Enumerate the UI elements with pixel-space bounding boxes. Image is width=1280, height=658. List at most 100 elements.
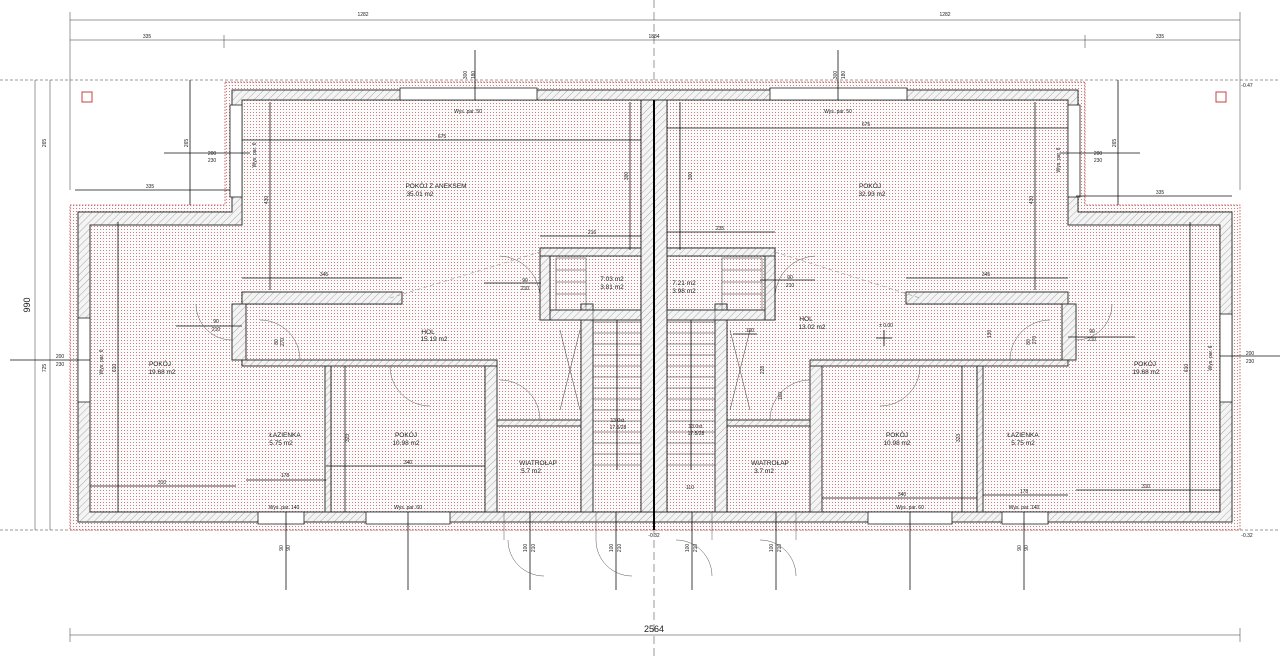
dim-300-right: 300	[688, 172, 694, 181]
level-label: ± 0.00	[879, 323, 893, 329]
room-area-big-right: 19.68 m2	[1132, 369, 1159, 376]
dim-bottom-total: 2564	[644, 624, 664, 634]
stairs-right-sub: 17.5/28	[688, 431, 705, 437]
room-name-hall-left: HOL	[421, 329, 435, 336]
room-area-hall-left: 15.19 m2	[420, 336, 447, 343]
stairs-void-cross	[559, 329, 751, 411]
door-label-130: 130	[987, 330, 993, 339]
room-area-vest-left: 5.7 m2	[521, 468, 541, 475]
room-name-vest-left: WIATROŁAP	[519, 460, 557, 467]
door-label-100-e: 100	[769, 544, 775, 553]
window-side-right-label: Wys. par. 6	[1208, 345, 1214, 370]
door-label-110: 110	[686, 485, 694, 491]
room-name-mid-right: POKÓJ	[886, 430, 908, 439]
dim-235: 235	[716, 226, 725, 232]
door-label-210-g: 210	[693, 544, 699, 553]
dim-323-right: 323	[956, 434, 962, 443]
dim-top-center: 1884	[648, 34, 659, 40]
dim-left-mid: 725	[42, 364, 48, 373]
dim-left-height: 990	[22, 297, 32, 312]
window-top-left-size: 300	[463, 71, 469, 80]
door-label-90-b: 90	[787, 275, 793, 281]
dim-left-top: 265	[42, 139, 48, 148]
room-name-big-left: POKÓJ	[149, 359, 171, 368]
dim-top-mid-left: 335	[143, 34, 152, 40]
outer-walls	[69, 81, 1241, 531]
window-room-left-label: Wys. par. 60	[394, 505, 422, 511]
door-label-210-f: 210	[617, 544, 623, 553]
dim-178-right: 178	[1020, 489, 1029, 495]
door-label-80-a: 80	[274, 339, 280, 345]
stairs-left	[592, 309, 642, 513]
room-name-bath-right: ŁAZIENKA	[1007, 432, 1039, 439]
room-name-bath-left: ŁAZIENKA	[269, 432, 301, 439]
dim-335-left: 335	[146, 184, 155, 190]
room-area-hall-right: 13.02 m2	[798, 324, 825, 331]
room-name-store-right: 7.21 m2	[672, 280, 696, 287]
dim-178-left: 178	[281, 473, 290, 479]
stairs-left-sub: 17.5/28	[610, 425, 627, 431]
door-label-210-a: 210	[521, 286, 530, 292]
window-top-left-label: Wys. par. 50	[454, 109, 482, 115]
window-side-low-left-h: 230	[56, 362, 65, 368]
window-side-right-w: 200	[1094, 151, 1103, 157]
door-label-210-e: 210	[531, 544, 537, 553]
dim-323-left: 323	[345, 434, 351, 443]
dim-310-right: 310	[1142, 484, 1151, 490]
interior-walls-left	[231, 247, 642, 513]
door-label-90-f: 90	[286, 545, 292, 551]
dim-right-bottom: -0.32	[1241, 533, 1253, 539]
room-area-mid-left: 10.98 m2	[392, 440, 419, 447]
stairs-right-label: 13.0st.	[688, 424, 703, 430]
room-name-living-left: POKÓJ Z ANEKSEM	[405, 181, 466, 190]
door-label-210-c: 210	[212, 327, 221, 333]
window-top-right-label: Wys. par. 50	[824, 109, 852, 115]
window-side-left-h: 230	[208, 158, 217, 164]
door-label-90-a: 90	[522, 278, 528, 284]
door-label-100-d: 100	[685, 544, 691, 553]
window-top-left-size2: 180	[471, 71, 477, 80]
window-side-left-w: 200	[208, 151, 217, 157]
room-area-big-left: 19.68 m2	[148, 369, 175, 376]
dim-216: 216	[588, 230, 597, 236]
room-area-mid-right: 10.98 m2	[883, 440, 910, 447]
dim-top-right: 1282	[939, 12, 950, 18]
dim-675-left: 675	[438, 134, 447, 140]
door-label-90-c: 90	[213, 319, 219, 325]
dim-top-mid-right: 335	[1156, 34, 1165, 40]
room-area-store-right: 3.98 m2	[672, 288, 696, 295]
window-side-low-left-w: 200	[56, 354, 65, 360]
dim-610-right: 610	[1184, 364, 1190, 373]
dim-310-left: 310	[158, 480, 167, 486]
dim-300-left: 300	[624, 172, 630, 181]
window-room-right-label: Wys. par. 60	[896, 505, 924, 511]
door-label-270-a: 270	[1032, 336, 1038, 345]
window-bath-left-label: Wys. par. 140	[269, 505, 300, 511]
window-side-low-right-w: 200	[1246, 351, 1255, 357]
door-label-100: 100	[746, 328, 755, 334]
window-top-right-size2: 180	[841, 71, 847, 80]
window-side-left-label: Wys. par. 6	[99, 349, 105, 374]
window-side-right-h: 230	[1094, 158, 1103, 164]
dim-340-left: 340	[404, 460, 413, 466]
leader-lines	[10, 50, 1280, 590]
dim-430-right: 430	[1029, 196, 1035, 205]
door-label-210-b: 210	[786, 283, 795, 289]
door-swings	[195, 255, 1113, 577]
door-label-90-g: 90	[1017, 545, 1023, 551]
dim-340-right: 340	[898, 492, 907, 498]
window-side-left-top-label: Wys. par. 6	[252, 142, 258, 167]
door-label-270-b: 270	[280, 338, 286, 347]
window-top-right-size: 300	[833, 71, 839, 80]
door-label-228: 228	[760, 366, 766, 375]
stairs-right	[666, 309, 716, 513]
stairs-left-label: 13.0st.	[610, 418, 625, 424]
dim-335-right: 335	[1156, 190, 1165, 196]
room-name-hall-right: HOL	[799, 316, 813, 323]
dim-345-right: 345	[982, 272, 991, 278]
room-name-vest-right: WIATROŁAP	[751, 460, 789, 467]
window-bath-right-label: Wys. par. 140	[1009, 505, 1040, 511]
door-label-90-h: 90	[1024, 545, 1030, 551]
dim-265-right: 265	[1112, 139, 1118, 148]
